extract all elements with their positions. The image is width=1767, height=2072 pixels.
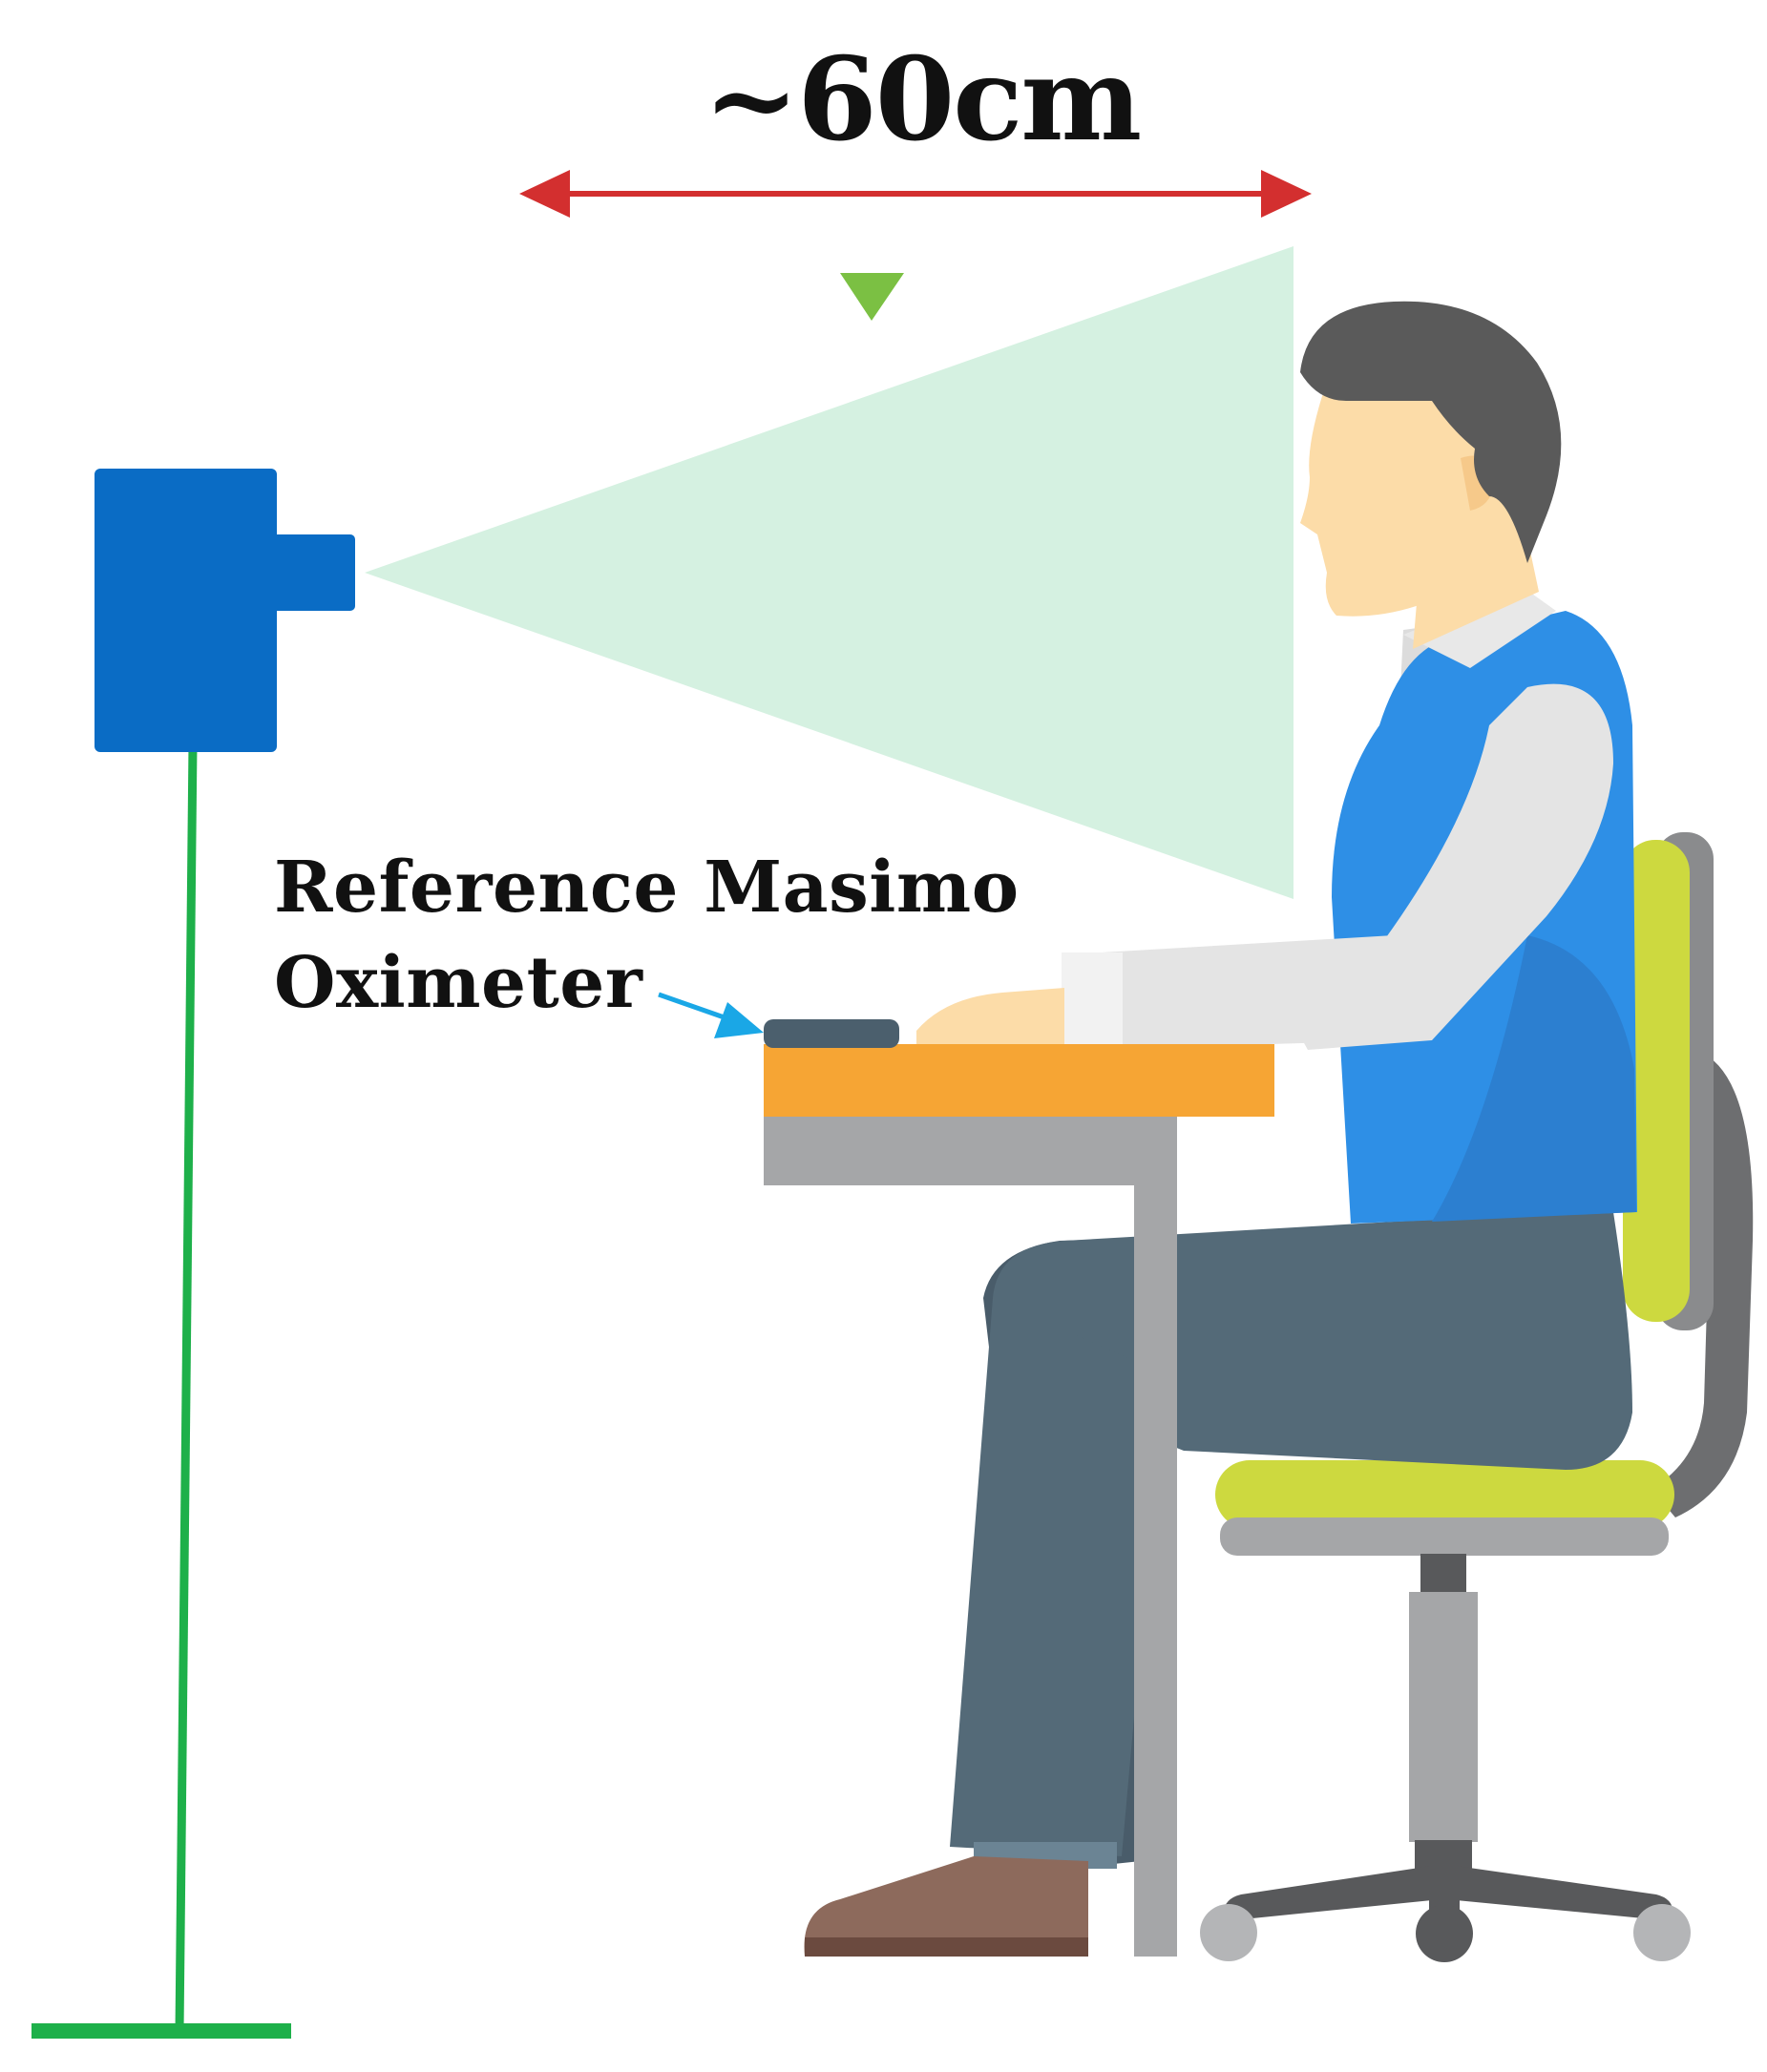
marker-triangle: [840, 273, 904, 321]
desk-top: [764, 1044, 1274, 1117]
chair-base-left-leg: [1223, 1866, 1441, 1920]
oximeter-label-line-1: Reference Masimo: [274, 847, 1020, 929]
chair-column-top: [1420, 1554, 1466, 1594]
chair-wheel-center: [1416, 1905, 1473, 1962]
chair-back-support: [1651, 1050, 1754, 1517]
chair-seat-cushion: [1215, 1460, 1674, 1529]
person-shin: [950, 1298, 1165, 1856]
chair-seat-underside: [1220, 1517, 1669, 1556]
camera-body: [95, 469, 277, 752]
oximeter-pointer-arrow: [658, 992, 764, 1038]
oximeter-icon: [764, 1019, 899, 1048]
chair-base-right-leg: [1446, 1866, 1673, 1920]
chair-wheel-right: [1633, 1904, 1691, 1961]
desk-icon: [764, 1044, 1274, 1957]
person-hair: [1300, 301, 1562, 563]
chair-wheel-left: [1200, 1904, 1257, 1961]
person-vest-shadow: [1432, 935, 1636, 1222]
distance-label: ~60cm: [703, 32, 1143, 167]
distance-arrow-left-head: [519, 170, 570, 218]
camera-lens: [269, 534, 355, 611]
oximeter-label: Reference Masimo Oximeter: [274, 840, 1020, 1031]
chair-column: [1409, 1592, 1478, 1842]
camera-icon: [95, 469, 355, 752]
person-cuff: [1062, 952, 1123, 1048]
camera-stand: [32, 743, 291, 2039]
person-forearm: [1069, 935, 1403, 1050]
person-hand: [916, 988, 1064, 1048]
desk-apron: [764, 1117, 1141, 1185]
distance-arrow-right-head: [1261, 170, 1312, 218]
oximeter-label-line-2: Oximeter: [274, 942, 643, 1024]
chair-backrest-cushion: [1623, 840, 1690, 1322]
camera-field-of-view: [365, 246, 1294, 899]
chair-column-collar: [1415, 1840, 1472, 1869]
person-shoe: [804, 1856, 1088, 1957]
person-shoe-sole: [805, 1937, 1088, 1957]
camera-stand-pole: [175, 743, 198, 2032]
distance-arrow: [519, 170, 1312, 218]
office-chair-icon: [1200, 832, 1754, 1962]
person-collar: [1403, 587, 1556, 668]
pointer-arrow-head: [714, 1002, 764, 1038]
desk-leg: [1134, 1107, 1177, 1957]
